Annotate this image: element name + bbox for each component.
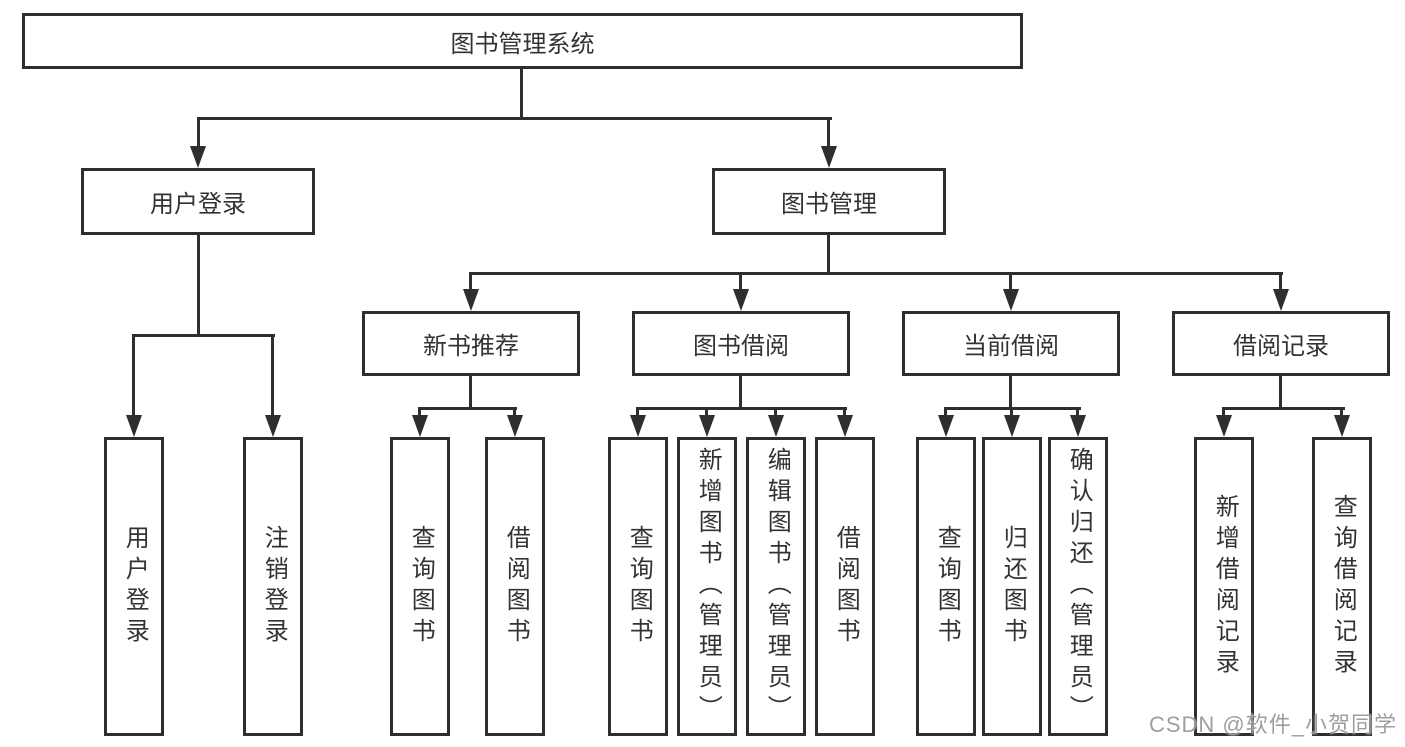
arrowhead-borrow-records: [1273, 289, 1289, 311]
leaf-label: 借阅图书: [832, 524, 860, 649]
arrowhead-leaf: [507, 415, 523, 437]
node-label: 用户登录: [150, 191, 246, 218]
arrowhead-leaf: [837, 415, 853, 437]
connector-to-current-borrow: [1009, 272, 1012, 292]
arrowhead-leaf: [1334, 415, 1350, 437]
connector-leaf: [1010, 407, 1013, 419]
leaf-query-books-borrow: 查询图书: [608, 437, 668, 736]
node-label: 当前借阅: [963, 333, 1059, 360]
leaf-label: 归还图书: [999, 524, 1027, 649]
connector-user-login-bar: [132, 334, 275, 337]
node-user-login: 用户登录: [81, 168, 315, 235]
arrowhead-leaf: [1004, 415, 1020, 437]
leaf-confirm-return-admin: 确认归还（管理员）: [1048, 437, 1108, 736]
leaf-label: 确认归还（管理员）: [1065, 447, 1093, 726]
connector-to-leaf-user-login: [132, 334, 135, 418]
arrowhead-leaf: [1070, 415, 1086, 437]
arrowhead-leaf: [630, 415, 646, 437]
node-book-borrow: 图书借阅: [632, 311, 850, 376]
arrowhead-leaf-logout: [265, 415, 281, 437]
connector-book-borrow-bar: [636, 407, 847, 410]
connector-leaf: [705, 407, 708, 419]
node-book-management: 图书管理: [712, 168, 946, 235]
arrowhead-leaf: [938, 415, 954, 437]
connector-to-book-borrow: [739, 272, 742, 292]
leaf-label: 新增借阅记录: [1211, 493, 1239, 680]
leaf-add-book-admin: 新增图书（管理员）: [677, 437, 737, 736]
node-label: 图书借阅: [693, 333, 789, 360]
leaf-query-borrow-record: 查询借阅记录: [1312, 437, 1372, 736]
arrowhead-current-borrow: [1003, 289, 1019, 311]
leaf-label: 查询图书: [625, 524, 653, 649]
leaf-query-books-recommend: 查询图书: [390, 437, 450, 736]
leaf-user-login: 用户登录: [104, 437, 164, 736]
connector-root-bar: [197, 117, 832, 120]
arrowhead-book-borrow: [733, 289, 749, 311]
connector-leaf: [418, 407, 421, 419]
arrowhead-leaf: [699, 415, 715, 437]
arrowhead-leaf-user-login: [126, 415, 142, 437]
leaf-query-books-current: 查询图书: [916, 437, 976, 736]
leaf-label: 注销登录: [260, 524, 288, 649]
connector-book-mgmt-stem: [827, 235, 830, 275]
leaf-label: 借阅图书: [502, 524, 530, 649]
connector-new-book-stem: [469, 376, 472, 410]
leaf-label: 查询借阅记录: [1329, 493, 1357, 680]
node-current-borrow: 当前借阅: [902, 311, 1120, 376]
leaf-label: 查询图书: [407, 524, 435, 649]
connector-leaf: [1076, 407, 1079, 419]
connector-new-book-bar: [418, 407, 517, 410]
connector-user-login-stem: [197, 234, 200, 337]
node-label: 图书管理: [781, 191, 877, 218]
connector-borrow-records-stem: [1279, 376, 1282, 410]
connector-leaf: [944, 407, 947, 419]
leaf-borrow-books-recommend: 借阅图书: [485, 437, 545, 736]
leaf-label: 查询图书: [933, 524, 961, 649]
connector-to-new-book: [469, 272, 472, 292]
leaf-borrow-books-borrow: 借阅图书: [815, 437, 875, 736]
connector-leaf: [843, 407, 846, 419]
leaf-logout: 注销登录: [243, 437, 303, 736]
csdn-watermark: CSDN @软件_小贺同学: [1148, 712, 1397, 737]
connector-leaf: [513, 407, 516, 419]
leaf-edit-book-admin: 编辑图书（管理员）: [746, 437, 806, 736]
connector-book-mgmt-bar: [469, 272, 1283, 275]
node-label: 新书推荐: [423, 333, 519, 360]
leaf-label: 编辑图书（管理员）: [763, 447, 791, 726]
leaf-label: 用户登录: [121, 524, 149, 649]
leaf-label: 新增图书（管理员）: [694, 447, 722, 726]
connector-borrow-records-bar: [1222, 407, 1345, 410]
connector-to-leaf-logout: [271, 334, 274, 418]
connector-book-borrow-stem: [739, 376, 742, 410]
connector-leaf: [1222, 407, 1225, 419]
connector-to-book-management: [827, 117, 830, 150]
connector-current-borrow-stem: [1009, 376, 1012, 410]
arrowhead-new-book: [463, 289, 479, 311]
arrowhead-leaf: [1216, 415, 1232, 437]
connector-leaf: [636, 407, 639, 419]
leaf-add-borrow-record: 新增借阅记录: [1194, 437, 1254, 736]
arrowhead-book-management: [821, 146, 837, 168]
arrowhead-leaf: [768, 415, 784, 437]
node-label: 借阅记录: [1233, 333, 1329, 360]
arrowhead-user-login: [190, 146, 206, 168]
leaf-return-books: 归还图书: [982, 437, 1042, 736]
connector-leaf: [774, 407, 777, 419]
connector-root-stem: [520, 68, 523, 120]
connector-to-user-login: [197, 117, 200, 150]
arrowhead-leaf: [412, 415, 428, 437]
node-borrow-records: 借阅记录: [1172, 311, 1390, 376]
connector-to-borrow-records: [1279, 272, 1282, 292]
node-label: 图书管理系统: [450, 30, 595, 58]
node-new-book-recommend: 新书推荐: [362, 311, 580, 376]
node-library-management-system: 图书管理系统: [22, 13, 1023, 69]
connector-leaf: [1340, 407, 1343, 419]
